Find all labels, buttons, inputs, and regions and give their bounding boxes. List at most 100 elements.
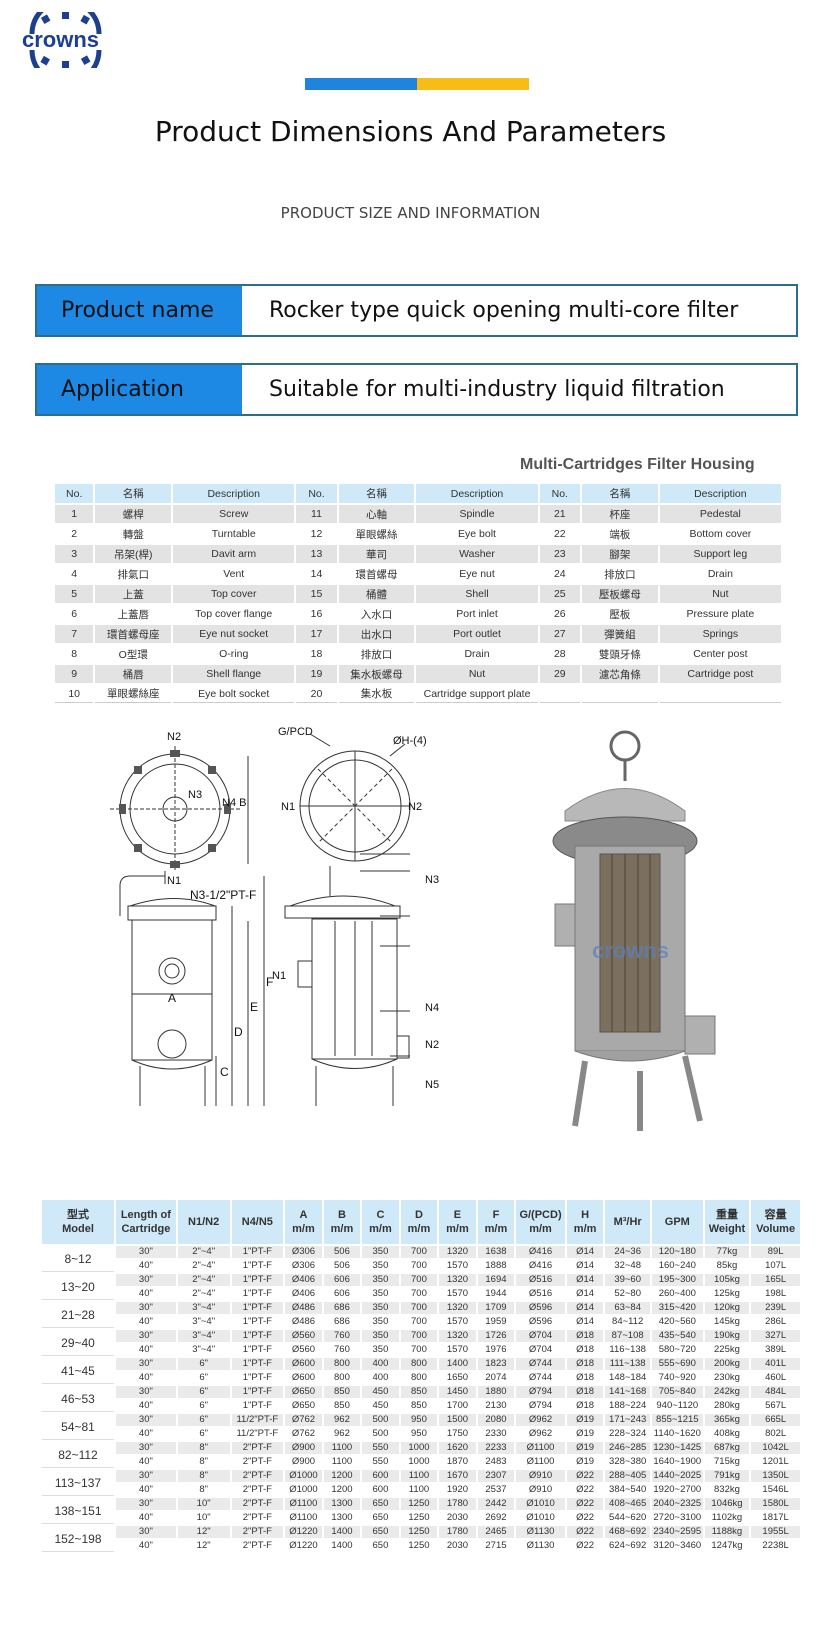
specs-cell: 6" — [177, 1358, 230, 1370]
specs-header-line2: m/m — [292, 1223, 315, 1235]
specs-cell: Ø1220 — [285, 1526, 322, 1538]
specs-cell: 6" — [177, 1414, 230, 1426]
parts-header-cell: Description — [173, 484, 295, 503]
specs-cell: 125kg — [704, 1288, 750, 1300]
specs-cell: Ø22 — [566, 1512, 604, 1524]
specs-cell: 188~224 — [605, 1400, 650, 1412]
specs-cell: Ø416 — [516, 1260, 565, 1272]
label-oh: ØH-(4) — [393, 735, 427, 747]
specs-cell: 650 — [362, 1512, 399, 1524]
specs-cell: 1200 — [323, 1484, 361, 1496]
specs-cell: 1400 — [323, 1526, 361, 1538]
specs-cell: Ø762 — [285, 1414, 322, 1426]
specs-cell: 687kg — [704, 1442, 750, 1454]
specs-cell: Ø406 — [285, 1288, 322, 1300]
specs-cell: 1201L — [751, 1456, 800, 1468]
specs-cell: 1400 — [439, 1358, 476, 1370]
specs-cell: 1042L — [751, 1442, 800, 1454]
specs-cell: Ø600 — [285, 1358, 322, 1370]
specs-cell: 400 — [362, 1372, 399, 1384]
specs-cell: 624~692 — [605, 1540, 650, 1552]
specs-cell: 1350L — [751, 1470, 800, 1482]
parts-cell: Eye nut — [416, 565, 538, 583]
specs-cell: 32~48 — [605, 1260, 650, 1272]
specs-cell: Ø486 — [285, 1302, 322, 1314]
specs-cell: 1140~1620 — [651, 1428, 703, 1440]
specs-header-line1: C — [376, 1209, 385, 1221]
specs-cell: Ø14 — [566, 1302, 604, 1314]
specs-cell: 350 — [362, 1302, 399, 1314]
specs-cell: 1640~1900 — [651, 1456, 703, 1468]
specs-cell: 2715 — [477, 1540, 515, 1552]
specs-cell: 500 — [362, 1428, 399, 1440]
specs-cell: 190kg — [704, 1330, 750, 1342]
specs-cell: 2030 — [439, 1512, 476, 1524]
label-n4-sec: N4 — [425, 1002, 439, 1014]
parts-cell: 27 — [539, 625, 580, 643]
parts-cell: 吊架(桿) — [95, 545, 172, 563]
specs-cell: 1570 — [439, 1288, 476, 1300]
parts-cell: 彈簧組 — [582, 625, 658, 643]
specs-cell: 30" — [115, 1414, 176, 1426]
specs-cell: 1700 — [439, 1400, 476, 1412]
specs-cell: 1400 — [323, 1540, 361, 1552]
specs-cell: 87~108 — [605, 1330, 650, 1342]
specs-cell: 1650 — [439, 1372, 476, 1384]
label-n2-sec: N2 — [425, 1039, 439, 1051]
parts-cell: 7 — [55, 625, 94, 643]
specs-cell: 105kg — [704, 1274, 750, 1286]
parts-cell: 20 — [296, 685, 337, 703]
specs-cell: Ø910 — [516, 1470, 565, 1482]
parts-cell: 集水板 — [338, 685, 415, 703]
specs-cell: 400 — [362, 1358, 399, 1370]
specs-cell: 30" — [115, 1246, 176, 1258]
specs-cell: Ø1010 — [516, 1498, 565, 1510]
parts-cell: 華司 — [338, 545, 415, 563]
specs-cell: 850 — [323, 1400, 361, 1412]
specs-cell: 280kg — [704, 1400, 750, 1412]
parts-cell: Pressure plate — [659, 605, 781, 623]
parts-cell: 排放口 — [582, 565, 658, 583]
parts-table-title: Multi-Cartridges Filter Housing — [520, 456, 755, 473]
specs-cell: 89L — [751, 1246, 800, 1258]
parts-cell: 22 — [539, 525, 580, 543]
specs-cell: 30" — [115, 1498, 176, 1510]
label-n5-sec: N5 — [425, 1079, 439, 1091]
specs-cell: 6" — [177, 1400, 230, 1412]
specs-cell: Ø1100 — [516, 1456, 565, 1468]
parts-cell: 19 — [296, 665, 337, 683]
specs-cell: 1780 — [439, 1498, 476, 1510]
specs-header-line2: m/m — [369, 1223, 392, 1235]
specs-cell: 1"PT-F — [231, 1246, 284, 1258]
specs-cell: 1450 — [439, 1386, 476, 1398]
top-view-right — [299, 733, 411, 862]
specs-cell: Ø19 — [566, 1414, 604, 1426]
specs-cell: 8" — [177, 1484, 230, 1496]
specs-cell: 288~405 — [605, 1470, 650, 1482]
specs-cell: 116~138 — [605, 1344, 650, 1356]
parts-cell: 18 — [296, 645, 337, 663]
parts-cell: 排氣口 — [95, 565, 172, 583]
parts-cell: 3 — [55, 545, 94, 563]
specs-cell: 1888 — [477, 1260, 515, 1272]
specs-cell: 1230~1425 — [651, 1442, 703, 1454]
specs-cell: 1100 — [323, 1456, 361, 1468]
product-name-label: Product name — [37, 286, 242, 335]
specs-cell: 500 — [362, 1414, 399, 1426]
specs-cell: 230kg — [704, 1372, 750, 1384]
specs-cell: 715kg — [704, 1456, 750, 1468]
specs-cell: 2"PT-F — [231, 1512, 284, 1524]
specs-cell: 1100 — [400, 1484, 438, 1496]
parts-cell: Nut — [659, 585, 781, 603]
specs-cell: 600 — [362, 1470, 399, 1482]
specs-cell: Ø560 — [285, 1330, 322, 1342]
specs-cell: 484L — [751, 1386, 800, 1398]
